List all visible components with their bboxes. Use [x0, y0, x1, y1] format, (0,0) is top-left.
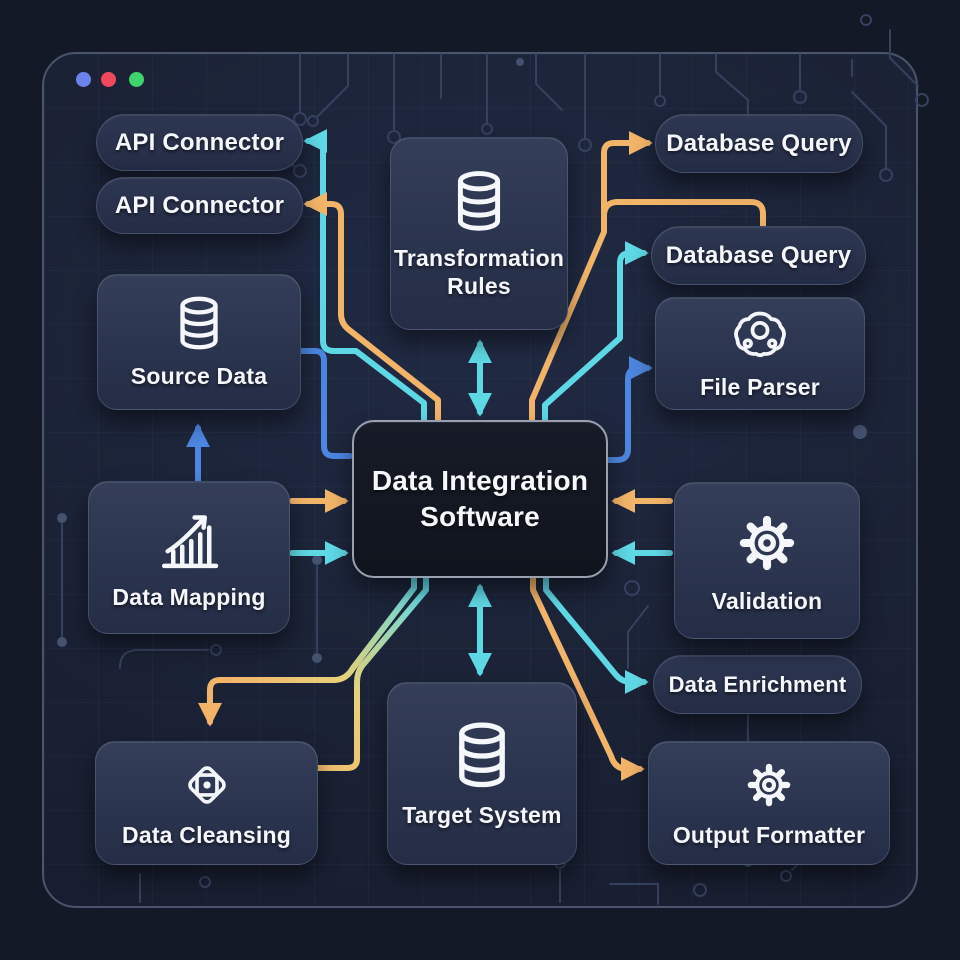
node-label: Data Mapping [112, 583, 266, 610]
gear-icon [730, 506, 804, 580]
node-label: Data Enrichment [668, 671, 847, 697]
node-data-integration-software: Data Integration Software [352, 420, 608, 578]
edge-center-to-api-connector-1 [303, 129, 427, 423]
edge-center-to-api-connector-2 [303, 192, 441, 423]
node-data-mapping: Data Mapping [88, 481, 290, 634]
node-data-enrichment: Data Enrichment [653, 655, 862, 714]
node-api-connector-1: API Connector [96, 114, 303, 171]
node-label: API Connector [114, 128, 285, 156]
gear-circles-icon [730, 306, 790, 366]
node-label: Target System [402, 801, 562, 828]
window-control-dot-3[interactable] [129, 72, 144, 87]
node-label: Source Data [130, 363, 268, 390]
edge-source-data-to-center [298, 348, 353, 459]
hub-label: Data Integration Software [371, 464, 589, 532]
edge-center-to-database-query-2-top [601, 199, 766, 230]
edge-center-to-output-formatter [530, 575, 645, 781]
database-icon [444, 167, 514, 237]
edge-center-to-data-enrichment [543, 575, 649, 694]
node-source-data: Source Data [97, 274, 301, 410]
edge-center-to-data-cleansing-top [198, 575, 417, 727]
node-label: Transformation Rules [393, 245, 565, 299]
window-control-dot-1[interactable] [76, 72, 91, 87]
node-transformation-rules: Transformation Rules [390, 137, 568, 330]
node-label: Data Cleansing [122, 822, 291, 849]
node-database-query-2: Database Query [651, 226, 866, 285]
gear-icon [740, 756, 798, 814]
node-target-system: Target System [387, 682, 577, 865]
edge-center-to-data-cleansing-right [315, 575, 429, 771]
edge-center-to-database-query-1 [529, 131, 653, 423]
node-label: Validation [711, 587, 823, 614]
database-icon [168, 293, 230, 355]
node-label: Database Query [665, 241, 852, 269]
node-file-parser: File Parser [655, 297, 865, 410]
edge-center-to-database-query-2 [542, 241, 649, 423]
node-data-cleansing: Data Cleansing [95, 741, 318, 865]
database-icon [444, 718, 520, 794]
node-api-connector-2: API Connector [96, 177, 303, 234]
gear-badge-icon [178, 756, 236, 814]
edge-center-to-file-parser [605, 356, 653, 463]
node-validation: Validation [674, 482, 860, 639]
node-label: Output Formatter [672, 822, 866, 849]
node-label: File Parser [700, 373, 820, 400]
node-label: API Connector [114, 191, 285, 219]
node-label: Database Query [666, 129, 852, 157]
node-output-formatter: Output Formatter [648, 741, 890, 865]
bar-chart-growth-icon [153, 504, 225, 576]
window-control-dot-2[interactable] [101, 72, 116, 87]
node-database-query-1: Database Query [655, 114, 863, 173]
